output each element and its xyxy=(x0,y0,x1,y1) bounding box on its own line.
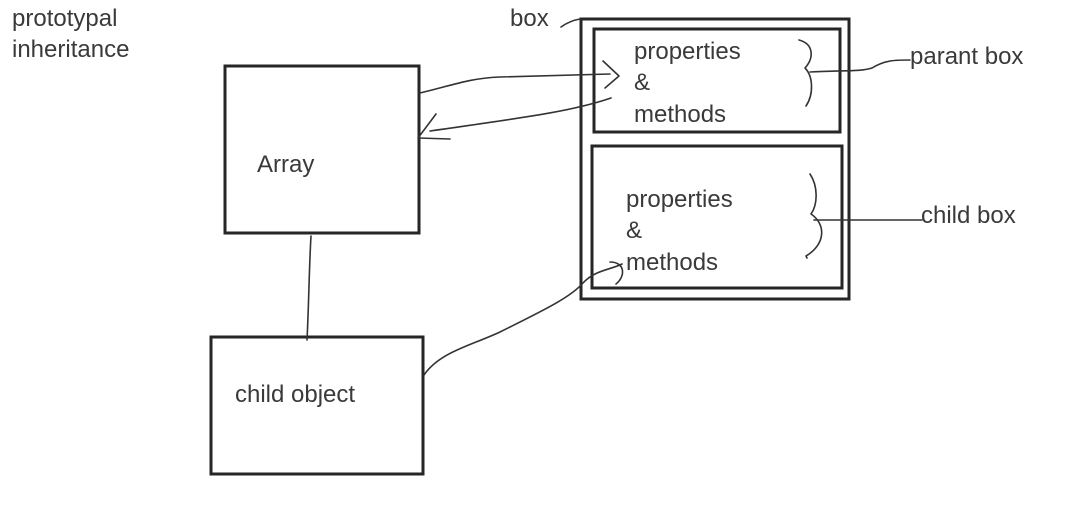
array-to-parent-arrowhead xyxy=(602,60,620,89)
parent-box-brace xyxy=(798,39,813,107)
outer-box xyxy=(579,17,851,301)
child-box-annotation: child box xyxy=(921,202,1016,229)
array-to-parent-arrow xyxy=(419,73,611,94)
diagram-title-line1: prototypal xyxy=(12,5,118,32)
array-box xyxy=(223,64,421,235)
parent-to-array-arrowhead xyxy=(417,113,451,140)
array-box-label: Array xyxy=(257,151,315,178)
child-box-text-line3: methods xyxy=(626,249,719,276)
parent-box-text-line3: methods xyxy=(634,101,727,128)
parent-box-pointer xyxy=(809,59,911,73)
box-label-pointer xyxy=(560,18,581,28)
parent-box xyxy=(592,27,842,134)
parent-box-text-line1: properties xyxy=(634,38,741,65)
outer-box-label: box xyxy=(510,5,549,32)
child-box xyxy=(590,144,844,290)
array-to-child-object-line xyxy=(306,235,312,341)
child-object-box xyxy=(209,335,425,476)
diagram-title-line2: inheritance xyxy=(12,36,130,63)
child-object-to-child-box-line xyxy=(423,263,623,376)
child-box-brace xyxy=(805,173,823,259)
child-object-box-label: child object xyxy=(235,381,356,408)
child-box-text-line1: properties xyxy=(626,186,733,213)
parent-box-annotation: parant box xyxy=(910,43,1024,70)
child-box-text-line2: & xyxy=(626,217,643,244)
child-object-connector-hook xyxy=(609,261,624,285)
parent-to-array-arrow xyxy=(429,97,612,132)
parent-box-text-line2: & xyxy=(634,69,651,96)
